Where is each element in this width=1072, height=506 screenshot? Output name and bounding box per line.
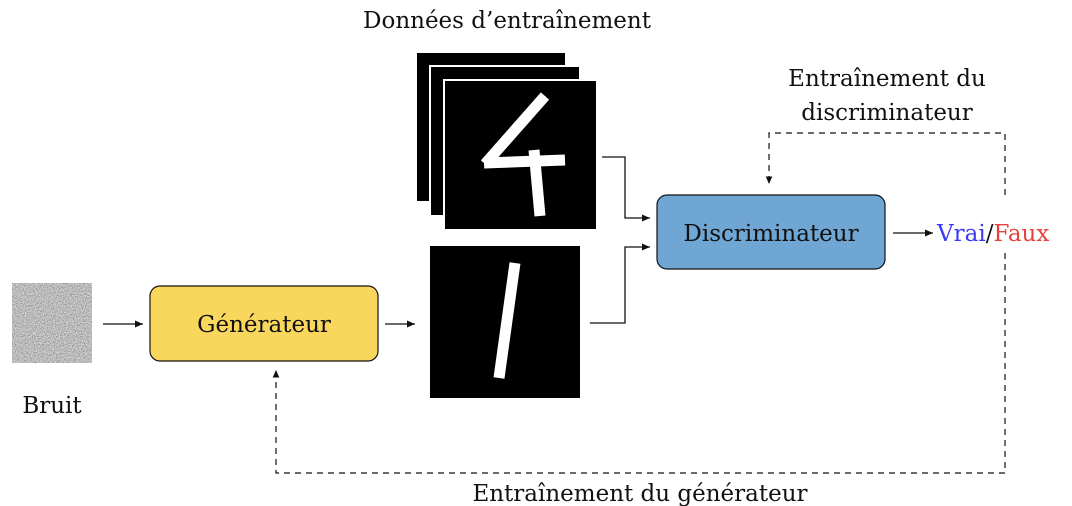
training-data-stack xyxy=(415,51,598,231)
discriminator-box: Discriminateur xyxy=(656,194,886,270)
noise-image xyxy=(12,283,92,363)
training-data-title: Données d’entraînement xyxy=(363,8,652,34)
arrow-real-to-discriminator xyxy=(602,156,650,222)
discriminator-feedback-arrow xyxy=(765,132,1006,195)
generator-training-label: Entraînement du générateur xyxy=(472,481,807,506)
generated-image xyxy=(430,246,580,398)
discriminator-training-label-line2: discriminateur xyxy=(801,100,972,126)
generator-box: Générateur xyxy=(149,285,379,362)
generator-rect xyxy=(149,285,379,362)
discriminator-label: Discriminateur xyxy=(683,221,858,247)
generator-label: Générateur xyxy=(197,312,331,338)
arrow-fake-to-discriminator xyxy=(590,243,650,324)
noise-label: Bruit xyxy=(22,393,82,419)
discriminator-rect xyxy=(656,194,886,270)
digit-four xyxy=(480,92,566,217)
output-false-label: Faux xyxy=(993,221,1049,247)
discriminator-training-label-line1: Entraînement du xyxy=(788,66,986,92)
output-slash: / xyxy=(986,221,994,247)
output-label: Vrai/Faux xyxy=(936,221,1049,247)
training-sample-image xyxy=(443,79,598,231)
output-true-label: Vrai xyxy=(936,221,986,247)
generator-feedback-arrow xyxy=(272,253,1006,474)
